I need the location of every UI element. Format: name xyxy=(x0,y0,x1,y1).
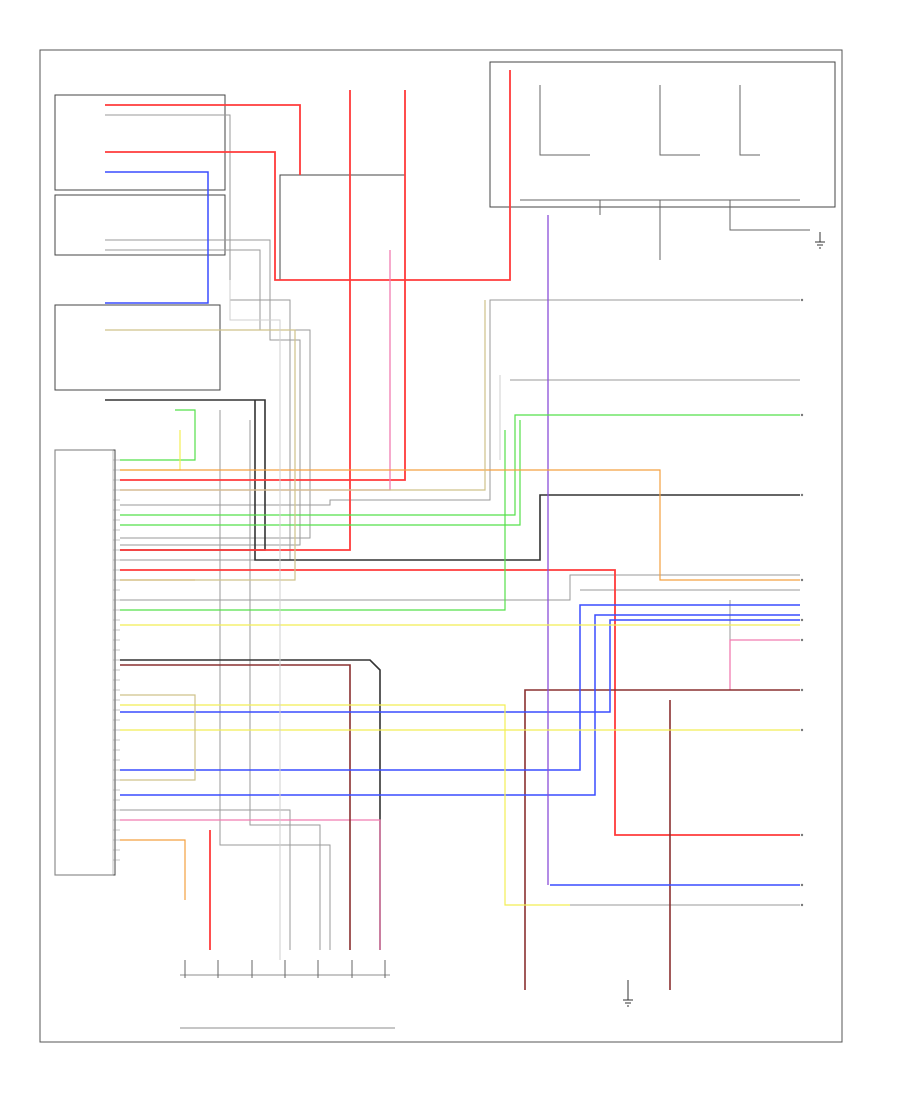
relay-box xyxy=(54,304,221,391)
green-wires xyxy=(120,409,800,611)
blue-wires xyxy=(105,171,800,886)
wire-gray-4 xyxy=(219,410,331,950)
terminal-dot xyxy=(800,618,804,622)
wire-blue-4 xyxy=(120,614,800,796)
wire-red-5 xyxy=(120,569,800,836)
wire-brown-1 xyxy=(120,664,351,950)
terminal-dot xyxy=(800,493,804,497)
junction-block-box xyxy=(279,174,406,281)
wire-red-4 xyxy=(120,90,406,481)
wire-red-2 xyxy=(105,70,511,281)
wire-gray-9 xyxy=(120,574,800,601)
terminal-dot xyxy=(800,298,804,302)
terminal-dot xyxy=(800,578,804,582)
tan-wires xyxy=(105,300,486,781)
terminal-dot xyxy=(800,833,804,837)
terminal-dot xyxy=(800,413,804,417)
diagram-frame xyxy=(39,49,843,1043)
wire-pink-2 xyxy=(729,639,800,690)
red-wires xyxy=(105,70,800,950)
lightgray-wires xyxy=(229,280,501,960)
pin-ticks xyxy=(113,459,120,861)
fuse-drop-3 xyxy=(729,200,810,231)
wire-dark-3 xyxy=(120,659,381,950)
fuse-block-box xyxy=(489,61,836,208)
ac-control-module-inner xyxy=(54,449,114,876)
terminal-dot xyxy=(800,638,804,642)
wire-yellow-3 xyxy=(120,704,570,906)
wire-blue-2 xyxy=(120,619,800,713)
wire-lightgray-1 xyxy=(229,280,281,960)
wire-gray-1 xyxy=(105,114,291,561)
wire-gray-2 xyxy=(105,239,301,546)
fuse-path-3 xyxy=(739,85,760,156)
wire-gray-5 xyxy=(249,420,321,950)
sensor-connector-pins xyxy=(184,960,386,978)
wire-tan-3 xyxy=(120,300,486,491)
blower-resistor-box xyxy=(54,194,226,256)
ground-icon xyxy=(815,232,825,249)
wire-green-3 xyxy=(120,430,506,611)
wire-brown-2 xyxy=(524,689,800,990)
wire-dark-1 xyxy=(105,399,266,551)
gray-wires xyxy=(105,114,800,950)
ac-control-module-box xyxy=(54,449,116,876)
terminal-dot xyxy=(800,688,804,692)
yellow-wires xyxy=(120,430,800,906)
wire-yellow-4 xyxy=(120,430,181,471)
wire-pink-3 xyxy=(120,819,381,950)
wire-blue-3 xyxy=(120,604,800,771)
brown-wires xyxy=(120,664,800,990)
blower-switch-box xyxy=(54,94,226,191)
wire-orange-1 xyxy=(120,469,800,581)
wire-gray-6 xyxy=(120,809,291,950)
wire-dark-2 xyxy=(254,400,800,561)
wire-orange-3 xyxy=(120,839,186,900)
wire-red-3 xyxy=(120,90,351,551)
terminal-dot xyxy=(800,728,804,732)
wire-tan-2 xyxy=(120,694,196,781)
terminal-dot xyxy=(800,883,804,887)
module-pin-ticks xyxy=(113,459,120,861)
wire-green-4 xyxy=(120,409,196,461)
fuse-block-internals xyxy=(520,85,810,260)
ground-icon-bottom xyxy=(623,980,633,1007)
wire-red-1 xyxy=(105,104,301,175)
wire-green-2 xyxy=(120,420,521,526)
wire-tan-1 xyxy=(105,329,296,581)
wire-gray-7 xyxy=(120,299,800,506)
wire-blue-1 xyxy=(105,171,209,304)
fuse-path-1 xyxy=(539,85,590,156)
wire-green-1 xyxy=(120,414,800,516)
terminal-dot xyxy=(800,903,804,907)
fuse-path-2 xyxy=(659,85,700,156)
terminal-markers xyxy=(800,298,804,907)
ground-symbol xyxy=(623,232,825,1007)
